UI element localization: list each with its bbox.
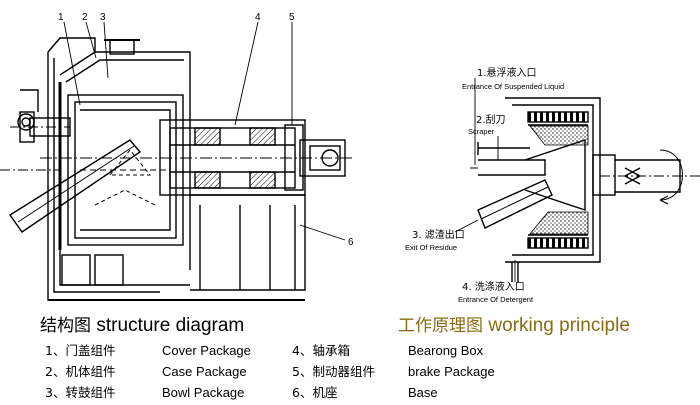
legend-item-3-cn: 3、转鼓组件 bbox=[45, 385, 116, 400]
label-detergent-inlet-en: Entrance Of Detergent bbox=[458, 295, 534, 304]
legend-item-2-cn: 2、机体组件 bbox=[45, 364, 116, 379]
label-scraper-cn: 2.刮刀 bbox=[476, 113, 506, 126]
label-detergent-inlet-cn: 4. 洗涤液入口 bbox=[462, 280, 525, 293]
structure-title-cn: 结构图 bbox=[40, 316, 91, 336]
working-title-en: working principle bbox=[488, 315, 630, 336]
callout-4: 4 bbox=[255, 12, 261, 23]
legend-item-2-en: Case Package bbox=[162, 364, 247, 379]
working-diagram bbox=[454, 78, 700, 282]
label-residue-exit-cn: 3. 滤渣出口 bbox=[412, 228, 465, 241]
label-feed-inlet-cn: 1.悬浮液入口 bbox=[477, 66, 537, 79]
callout-6: 6 bbox=[348, 237, 354, 248]
legend-item-4-en: Bearong Box bbox=[408, 343, 484, 358]
label-residue-exit-en: Exit Of Residue bbox=[405, 243, 457, 252]
legend-item-6-en: Base bbox=[408, 385, 438, 400]
label-scraper-en: Scraper bbox=[468, 127, 495, 136]
label-feed-inlet-en: Entrance Of Suspended Liquid bbox=[462, 82, 564, 91]
structure-diagram-title: 结构图 structure diagram bbox=[40, 315, 244, 337]
callout-1: 1 bbox=[58, 12, 64, 23]
legend-item-4-cn: 4、轴承箱 bbox=[292, 343, 350, 358]
callout-3: 3 bbox=[100, 12, 106, 23]
legend-item-6-cn: 6、机座 bbox=[292, 385, 338, 400]
callout-5: 5 bbox=[289, 12, 295, 23]
working-labels: 1.悬浮液入口 Entrance Of Suspended Liquid 2.刮… bbox=[405, 66, 564, 304]
callout-2: 2 bbox=[82, 12, 88, 23]
structure-title-en: structure diagram bbox=[96, 315, 245, 336]
legend-item-5-en: brake Package bbox=[408, 364, 495, 379]
structure-callouts: 1 2 3 4 5 6 bbox=[58, 12, 354, 248]
working-title-cn: 工作原理图 bbox=[398, 316, 483, 336]
legend-item-3-en: Bowl Package bbox=[162, 385, 245, 400]
legend-item-1-en: Cover Package bbox=[162, 343, 251, 358]
legend-item-1-cn: 1、门盖组件 bbox=[45, 343, 116, 358]
working-principle-title: 工作原理图 working principle bbox=[398, 315, 630, 337]
legend-item-5-cn: 5、制动器组件 bbox=[292, 364, 375, 379]
structure-diagram bbox=[0, 21, 355, 301]
